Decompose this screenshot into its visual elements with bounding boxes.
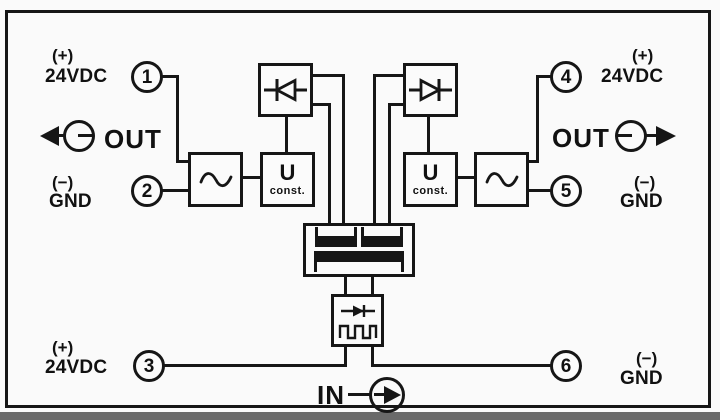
winding-lead [401,260,404,272]
voltage-regulator-block-left: U const. [260,152,315,207]
wire-segment [536,75,552,78]
wire-segment [342,74,345,225]
wire-segment [344,345,347,366]
terminal-1: 1 [131,61,163,93]
wire-segment [527,160,539,163]
label-plus-top-left: (+) [52,46,74,65]
wire-segment [176,160,190,163]
out-arrow-right-icon [656,126,676,146]
wire-segment-input-plus-bus [164,364,347,367]
wire-segment [536,75,539,163]
wire-segment [328,103,331,225]
winding-lead [314,260,317,272]
wire-segment [285,115,288,154]
transformer-outline [303,223,415,277]
arrow-tail [348,393,372,396]
oscillator-diode-icon [340,304,375,317]
wire-segment [344,275,347,296]
in-arrow-right-icon [384,386,401,404]
square-wave-icon [338,324,377,339]
secondary-winding-bar-left [315,236,357,247]
regulator-label: U [279,160,296,185]
terminal-4: 4 [550,61,582,93]
terminal-6: 6 [550,350,582,382]
diode-right-icon [409,78,452,102]
label-24vdc-bottom-left: 24VDC [45,357,108,378]
diode-left-icon [264,78,307,102]
wire-segment [373,74,376,225]
regulator-sublabel: const. [412,185,449,197]
label-out-right: OUT [552,123,610,153]
wire-segment [371,275,374,296]
label-24vdc-top-left: 24VDC [45,66,108,87]
sine-icon [485,171,518,187]
wire-segment [176,75,179,163]
terminal-6-number: 6 [560,355,572,377]
arrow-tail [617,134,632,137]
terminal-3-number: 3 [143,355,155,377]
bottom-edge-strip [0,412,720,420]
terminal-2: 2 [131,175,163,207]
terminal-5: 5 [550,175,582,207]
sine-icon [199,171,232,187]
wire-segment [311,103,331,106]
wire-segment [527,189,552,192]
label-minus-right: (−) [634,173,656,192]
wire-segment [161,75,179,78]
arrow-tail [78,134,94,137]
label-minus-bottom-right: (−) [636,349,658,368]
terminal-1-number: 1 [141,66,153,88]
rectifier-block-right [403,63,458,117]
wire-segment [241,176,262,179]
winding-lead [361,227,364,238]
label-24vdc-top-right: 24VDC [601,66,664,87]
wire-segment-input-gnd-bus [371,364,551,367]
in-circle-icon [369,377,405,413]
label-gnd-left: GND [49,191,92,212]
arrow-tail [56,134,66,137]
out-arrow-left-icon [40,126,59,146]
voltage-regulator-block-right: U const. [403,152,458,207]
filter-block-right [474,152,529,207]
arrow-tail [374,393,387,396]
label-gnd-right: GND [620,191,663,212]
wire-segment [456,176,476,179]
primary-winding-bar [314,251,404,262]
label-plus-top-right: (+) [632,46,654,65]
label-out-left: OUT [104,124,162,154]
label-in: IN [317,380,345,410]
oscillator-block [331,294,384,347]
arrow-tail [645,134,658,137]
wire-segment [161,189,190,192]
terminal-4-number: 4 [560,66,572,88]
secondary-winding-bar-right [361,236,403,247]
terminal-2-number: 2 [141,180,153,202]
label-plus-bottom-left: (+) [52,338,74,357]
label-gnd-bottom-right: GND [620,368,663,389]
rectifier-block-left [258,63,313,117]
label-minus-left: (−) [52,173,74,192]
diagram-border [5,10,711,408]
terminal-5-number: 5 [560,180,572,202]
filter-block-left [188,152,243,207]
regulator-label: U [422,160,439,185]
wire-segment [311,74,345,77]
wire-segment [373,74,405,77]
regulator-sublabel: const. [269,185,306,197]
wire-segment [427,115,430,154]
winding-lead [315,227,318,238]
winding-lead [354,227,357,238]
wire-segment [371,345,374,366]
wire-segment [388,103,391,225]
terminal-3: 3 [133,350,165,382]
wire-segment [388,103,405,106]
winding-lead [400,227,403,238]
